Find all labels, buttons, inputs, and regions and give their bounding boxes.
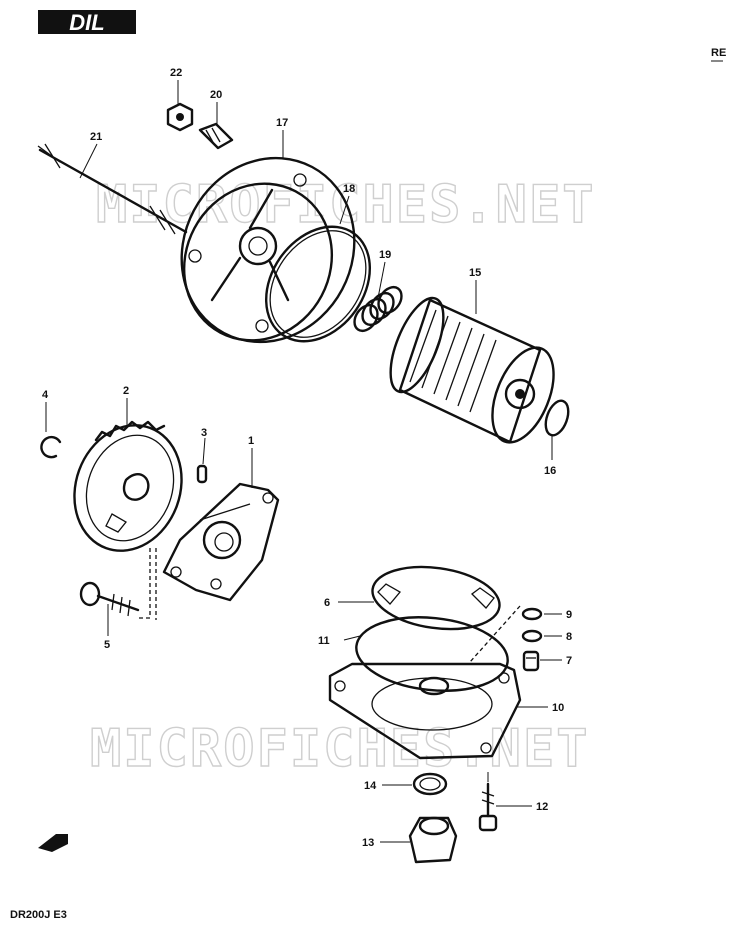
label-18: 18	[343, 183, 355, 195]
part-16-small-o-ring	[544, 399, 570, 437]
part-5-bolt	[79, 581, 140, 617]
label-10: 10	[552, 702, 564, 714]
label-6: 6	[324, 597, 330, 609]
part-12-bolt	[478, 782, 498, 832]
part-labels: 22 20 21 17 18 19 15 16 4 2 3 1 5 6 11 9…	[42, 67, 572, 849]
part-11-gasket	[355, 616, 509, 692]
watermark-top: MICROFICHES.NET	[96, 175, 596, 235]
label-14: 14	[364, 780, 377, 792]
part-22-nut	[166, 102, 194, 132]
part-15-oil-filter	[389, 296, 555, 444]
label-4: 4	[42, 389, 49, 401]
label-11: 11	[318, 635, 330, 647]
part-6-strainer	[371, 565, 501, 631]
part-10-cover-plate	[328, 662, 522, 760]
part-21-stud	[37, 143, 188, 235]
part-17-filter-cap	[180, 156, 356, 344]
label-2: 2	[123, 385, 129, 397]
label-19: 19	[379, 249, 391, 261]
part-13-drain-plug	[408, 816, 458, 864]
label-17: 17	[276, 117, 288, 129]
model-code: DR200J E3	[10, 909, 67, 921]
label-20: 20	[210, 89, 222, 101]
label-5: 5	[104, 639, 110, 651]
watermark-bottom: MICROFICHES.NET	[90, 719, 590, 779]
logo-text: DIL	[69, 10, 104, 35]
part-19-spring	[353, 285, 403, 333]
label-16: 16	[544, 465, 556, 477]
label-7: 7	[566, 655, 572, 667]
part-18-o-ring	[264, 225, 372, 343]
label-3: 3	[201, 427, 207, 439]
arrow-left-icon	[38, 834, 68, 852]
label-8: 8	[566, 631, 572, 643]
label-22: 22	[170, 67, 182, 79]
label-15: 15	[469, 267, 481, 279]
part-20-bolt	[198, 122, 234, 150]
label-9: 9	[566, 609, 572, 621]
part-9-washer	[521, 607, 543, 621]
label-1: 1	[248, 435, 254, 447]
logo: DIL	[38, 10, 136, 35]
part-7-screw	[522, 650, 540, 672]
label-13: 13	[362, 837, 374, 849]
part-2-gear	[73, 420, 183, 552]
part-3-pin	[196, 464, 208, 484]
label-12: 12	[536, 801, 548, 813]
part-8-washer	[521, 629, 543, 643]
label-21: 21	[90, 131, 102, 143]
leader-lines	[45, 80, 562, 843]
part-4-circlip	[40, 435, 62, 459]
corner-text: RE	[711, 47, 726, 59]
part-14-o-ring	[412, 772, 448, 796]
part-1-oil-pump	[162, 482, 280, 602]
